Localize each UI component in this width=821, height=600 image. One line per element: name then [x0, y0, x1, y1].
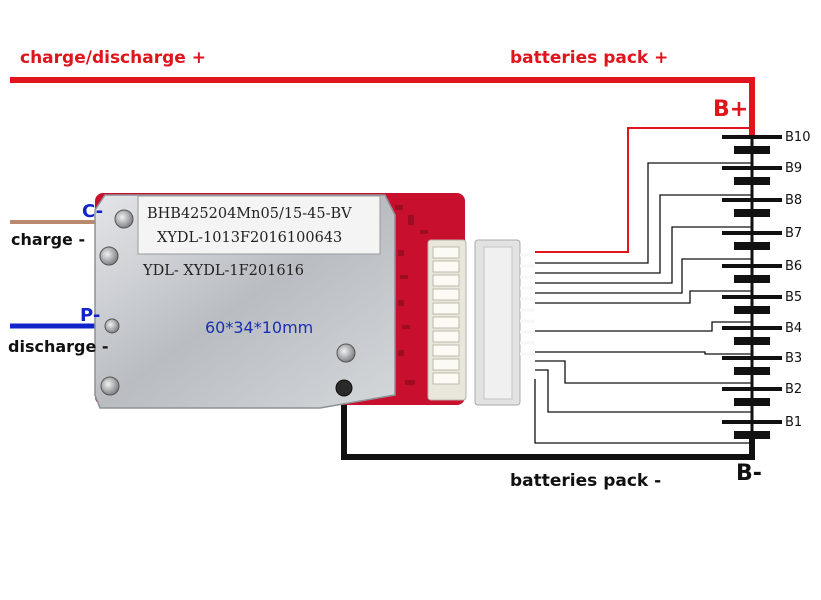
charge-minus-label: charge -	[11, 230, 85, 249]
screw-bottom-right	[336, 343, 356, 363]
screw-mid-left	[99, 246, 119, 266]
cell-positive-plate-b9	[722, 166, 782, 170]
b-plus-sense-wire	[535, 127, 752, 253]
cell-label-b3: B3	[785, 351, 802, 366]
cell-negative-plate-b9	[734, 177, 770, 185]
cell-positive-plate-b7	[722, 231, 782, 235]
pack-positive-wire	[10, 77, 755, 137]
b-minus-label: B-	[736, 461, 762, 486]
balance-sense-wires	[534, 162, 752, 444]
cell-label-b7: B7	[785, 226, 802, 241]
batteries-pack-plus-label: batteries pack +	[510, 48, 668, 68]
cell-positive-plate-b8	[722, 198, 782, 202]
cell-label-b10: B10	[785, 130, 810, 145]
cell-positive-plate-b6	[722, 264, 782, 268]
cell-label-b8: B8	[785, 193, 802, 208]
balance-cable-connector	[474, 239, 535, 406]
screw-b-minus	[335, 379, 353, 397]
cell-positive-plate-b10	[722, 135, 782, 139]
pack-negative-wire	[341, 385, 755, 460]
c-minus-label: C-	[82, 201, 103, 222]
cell-negative-plate-b8	[734, 209, 770, 217]
cell-positive-plate-b3	[722, 356, 782, 360]
p-minus-label: P-	[80, 305, 100, 326]
cell-negative-plate-b3	[734, 367, 770, 375]
cell-label-b4: B4	[785, 321, 802, 336]
cell-negative-plate-b1	[734, 431, 770, 439]
cell-negative-plate-b10	[734, 146, 770, 154]
cell-positive-plate-b4	[722, 326, 782, 330]
plate-line-2: XYDL-1013F2016100643	[157, 230, 342, 246]
screw-bottom-left	[100, 376, 120, 396]
cell-negative-plate-b7	[734, 242, 770, 250]
screw-top-left	[114, 209, 134, 229]
cell-positive-plate-b5	[722, 295, 782, 299]
cell-positive-plate-b2	[722, 387, 782, 391]
cell-label-b9: B9	[785, 161, 802, 176]
cell-label-b2: B2	[785, 382, 802, 397]
etched-text: YDL- XYDL-1F201616	[142, 263, 304, 279]
cell-negative-plate-b4	[734, 337, 770, 345]
cell-label-b6: B6	[785, 259, 802, 274]
plate-line-1: BHB425204Mn05/15-45-BV	[147, 206, 352, 222]
b-plus-label: B+	[713, 97, 748, 122]
batteries-pack-minus-label: batteries pack -	[510, 471, 661, 491]
battery-stack	[722, 135, 782, 439]
discharge-minus-label: discharge -	[8, 337, 109, 356]
cell-label-b5: B5	[785, 290, 802, 305]
cell-negative-plate-b2	[734, 398, 770, 406]
board-dimensions: 60*34*10mm	[205, 318, 313, 337]
label-sticker	[137, 195, 381, 255]
cell-negative-plate-b6	[734, 275, 770, 283]
screw-p-minus	[104, 318, 120, 334]
cell-positive-plate-b1	[722, 420, 782, 424]
charge-discharge-plus-label: charge/discharge +	[20, 48, 206, 68]
cell-negative-plate-b5	[734, 306, 770, 314]
cell-label-b1: B1	[785, 415, 802, 430]
bms-board	[94, 193, 467, 409]
